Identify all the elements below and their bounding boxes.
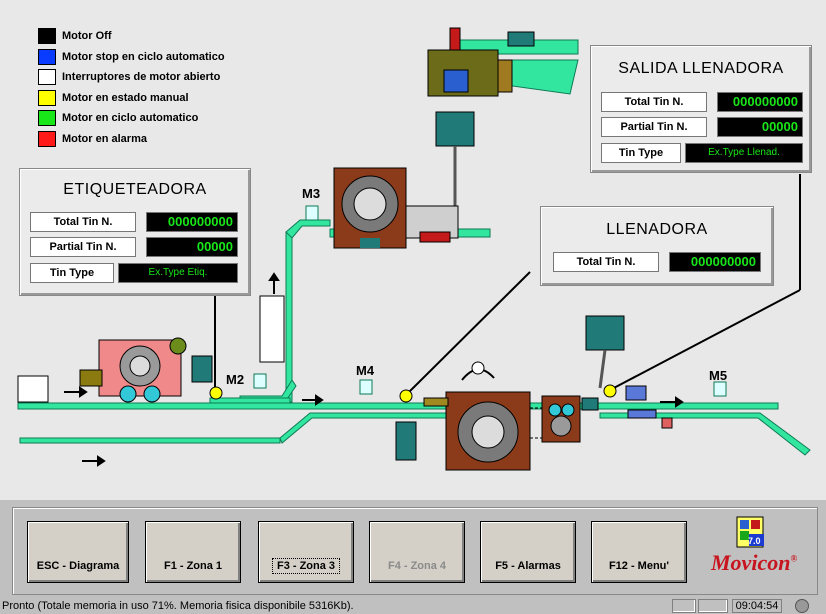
tin-type-label: Tin Type xyxy=(601,143,681,163)
legend-item: Motor en ciclo automatico xyxy=(38,108,225,129)
legend-item: Motor stop en ciclo automatico xyxy=(38,47,225,68)
motor-lamp xyxy=(399,389,413,403)
salida-llenadora-panel: SALIDA LLENADORA Total Tin N. 000000000 … xyxy=(590,45,812,173)
total-tin-label: Total Tin N. xyxy=(30,212,136,232)
total-tin-label: Total Tin N. xyxy=(553,252,659,272)
status-message: Pronto (Totale memoria in uso 71%. Memor… xyxy=(2,600,354,612)
button-label: F1 - Zona 1 xyxy=(163,560,223,572)
partial-tin-label: Partial Tin N. xyxy=(601,117,707,137)
connector-line xyxy=(609,289,801,391)
tin-type-value: Ex.Type Etiq. xyxy=(118,263,238,283)
motor-label-m2: M2 xyxy=(226,372,245,387)
legend-swatch xyxy=(38,69,56,86)
legend-swatch xyxy=(38,89,56,106)
tin-type-value: Ex.Type Llenad. xyxy=(685,143,803,163)
movicon-app-icon xyxy=(736,516,764,548)
motor-lamp xyxy=(209,386,223,400)
buffer-box xyxy=(259,295,285,363)
panel-title: SALIDA LLENADORA xyxy=(618,60,784,77)
sensor-box xyxy=(661,417,673,429)
total-tin-value: 000000000 xyxy=(717,92,803,112)
rotary-machine-m3 xyxy=(333,167,459,249)
motor-icons xyxy=(253,205,727,397)
motor-label-m5: M5 xyxy=(709,368,728,383)
motor-label-m3: M3 xyxy=(302,186,321,201)
motor-lamp xyxy=(603,384,617,398)
function-key-bar xyxy=(12,507,818,595)
button-label: F5 - Alarmas xyxy=(495,560,561,572)
status-indicator xyxy=(672,599,696,613)
total-tin-label: Total Tin N. xyxy=(601,92,707,112)
switch-icon xyxy=(581,397,599,411)
switch-icon xyxy=(191,355,213,383)
total-tin-value: 000000000 xyxy=(669,252,761,272)
legend-label: Motor en estado manual xyxy=(62,91,189,104)
f4-zona4-button: F4 - Zona 4 xyxy=(369,521,465,583)
legend-label: Motor Off xyxy=(62,30,112,43)
sensor-box xyxy=(625,385,647,401)
f5-alarmas-button[interactable]: F5 - Alarmas xyxy=(480,521,576,583)
movicon-logo: Movicon® xyxy=(711,550,797,576)
connector-line xyxy=(405,271,531,396)
legend-label: Motor en alarma xyxy=(62,132,147,145)
plant-diagram: Motor Off Motor stop en ciclo automatico… xyxy=(0,0,826,500)
esc-diagrama-button[interactable]: ESC - Diagrama xyxy=(27,521,129,583)
status-gear-icon xyxy=(795,599,809,613)
button-label: F3 - Zona 3 xyxy=(271,558,341,574)
legend-item: Interruptores de motor abierto xyxy=(38,67,225,88)
etiqueteadora-panel: ETIQUETEADORA Total Tin N. 000000000 Par… xyxy=(19,168,251,296)
filler-machine xyxy=(423,361,581,471)
logo-mark: ® xyxy=(790,553,798,564)
legend-label: Motor stop en ciclo automatico xyxy=(62,50,225,63)
switch-icon xyxy=(395,421,417,461)
partial-tin-label: Partial Tin N. xyxy=(30,237,136,257)
partial-tin-value: 00000 xyxy=(717,117,803,137)
legend-swatch xyxy=(38,48,56,65)
button-label: ESC - Diagrama xyxy=(36,560,120,572)
motor-label-m4: M4 xyxy=(356,363,375,378)
partial-tin-value: 00000 xyxy=(146,237,238,257)
legend-item: Motor Off xyxy=(38,26,225,47)
motor-box xyxy=(435,111,625,389)
button-label: F12 - Menu' xyxy=(608,560,670,572)
f3-zona3-button[interactable]: F3 - Zona 3 xyxy=(258,521,354,583)
legend-swatch xyxy=(38,28,56,45)
status-clock: 09:04:54 xyxy=(732,599,782,613)
status-bar: Pronto (Totale memoria in uso 71%. Memor… xyxy=(0,598,826,614)
logo-text: Movicon xyxy=(711,550,791,575)
legend-swatch xyxy=(38,110,56,127)
sensor-box xyxy=(627,409,657,419)
labeling-machine xyxy=(17,337,187,403)
status-indicator xyxy=(698,599,728,613)
process-schematic xyxy=(17,27,811,471)
panel-title: LLENADORA xyxy=(606,221,708,238)
version-badge: 7.0 xyxy=(748,536,761,546)
tin-type-label: Tin Type xyxy=(30,263,114,283)
button-label: F4 - Zona 4 xyxy=(387,560,447,572)
legend-item: Motor en estado manual xyxy=(38,88,225,109)
legend-item: Motor en alarma xyxy=(38,129,225,150)
filler-head-machine xyxy=(427,27,535,97)
flow-arrows xyxy=(64,272,684,467)
legend-swatch xyxy=(38,130,56,147)
legend-label: Motor en ciclo automatico xyxy=(62,112,199,125)
panel-title: ETIQUETEADORA xyxy=(63,181,207,198)
f1-zona1-button[interactable]: F1 - Zona 1 xyxy=(145,521,241,583)
motor-state-legend: Motor Off Motor stop en ciclo automatico… xyxy=(38,26,225,149)
total-tin-value: 000000000 xyxy=(146,212,238,232)
legend-label: Interruptores de motor abierto xyxy=(62,71,221,84)
f12-menu-button[interactable]: F12 - Menu' xyxy=(591,521,687,583)
llenadora-panel: LLENADORA Total Tin N. 000000000 xyxy=(540,206,774,286)
